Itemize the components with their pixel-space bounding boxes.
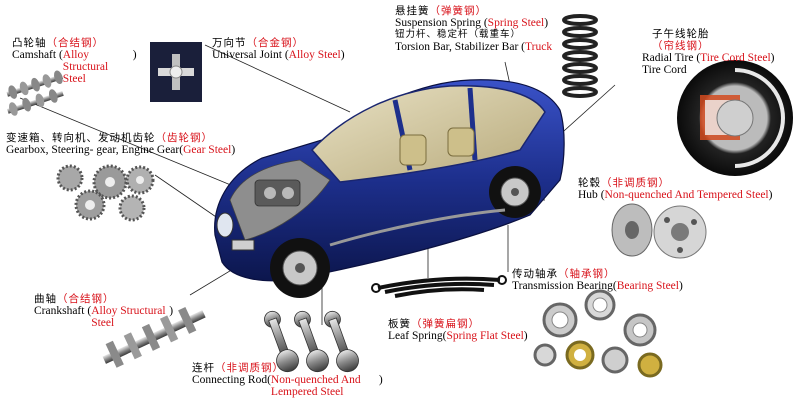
tire-en: Radial Tire xyxy=(642,52,694,64)
crankshaft-zh: 曲轴 xyxy=(34,293,57,305)
engine-part xyxy=(264,187,276,199)
camshaft-zh: 凸轮轴 xyxy=(12,37,47,49)
leaf-en-material: Spring Flat Steel xyxy=(446,330,524,342)
gearbox-zh-material: 齿轮钢 xyxy=(167,132,202,144)
ujoint-en: Universal Joint xyxy=(212,49,282,61)
radial-tire-image xyxy=(677,60,793,176)
car-illustration xyxy=(214,79,565,298)
gearbox-label: 变速箱、转向机、发动机齿轮（齿轮钢） Gearbox, Steering- ge… xyxy=(6,132,236,156)
tire-en-material: Tire Cord Steel xyxy=(700,52,771,64)
conrod-zh: 连杆 xyxy=(192,362,215,374)
car-cabin xyxy=(310,85,546,183)
connecting-rods-image xyxy=(264,310,359,373)
universal-joint-image xyxy=(150,42,202,102)
camshaft-en-material: Alloy Structural Steel xyxy=(62,49,109,85)
hub-zh-material: 非调质钢 xyxy=(612,177,659,189)
leader-camshaft xyxy=(19,97,239,189)
camshaft-image xyxy=(6,70,64,116)
bearing-zh-material: 轴承钢 xyxy=(569,268,604,280)
tire-zh: 子午线轮胎 xyxy=(652,28,710,40)
leader-ujoint xyxy=(204,44,351,113)
leaf-en: Leaf Spring xyxy=(388,330,443,342)
spring-label: 悬挂簧（弹簧钢） Suspension Spring (Spring Steel… xyxy=(395,5,553,53)
tire-zh-material: 帘线钢 xyxy=(663,40,698,52)
hub-image xyxy=(611,203,707,259)
tire-label: 子午线轮胎 （帘线钢） Radial Tire (Tire Cord Steel… xyxy=(642,28,775,76)
camshaft-label: 凸轮轴（合结钢） Camshaft (Alloy Structural Stee… xyxy=(12,37,137,85)
leaf-zh: 板簧 xyxy=(388,318,411,330)
gearbox-zh: 变速箱、转向机、发动机齿轮 xyxy=(6,132,156,144)
gears-image xyxy=(56,164,155,222)
headlight xyxy=(216,212,234,238)
hub-zh: 轮毂 xyxy=(578,177,601,189)
suspension-spring-image xyxy=(562,14,598,98)
crankshaft-en: Crankshaft xyxy=(34,305,85,317)
spring-en: Suspension Spring xyxy=(395,17,481,29)
hub-en-material: Non-quenched And Tempered Steel xyxy=(604,189,769,201)
car-seat xyxy=(399,134,427,166)
bearing-en-material: Bearing Steel xyxy=(616,280,679,292)
spring-zh: 悬挂簧 xyxy=(395,5,430,17)
crankshaft-image xyxy=(102,306,206,368)
tire-en3: Tire Cord xyxy=(642,64,687,76)
crankshaft-zh-material: 合结钢 xyxy=(68,293,103,305)
engine-part xyxy=(282,187,294,199)
conrod-en-material: Non-quenched And Lempered Steel xyxy=(270,374,361,398)
spring-en-material: Spring Steel xyxy=(487,17,545,29)
ujoint-zh-material: 合金钢 xyxy=(258,37,293,49)
camshaft-zh-material: 合结钢 xyxy=(58,37,93,49)
leaf-spring-image xyxy=(371,275,507,298)
crankshaft-label: 曲轴（合结钢） Crankshaft (Alloy Structural Ste… xyxy=(34,293,174,329)
hub-label: 轮毂（非调质钢） Hub (Non-quenched And Tempered … xyxy=(578,177,773,201)
gearbox-en: Gearbox, Steering- gear, Engine Gear xyxy=(6,144,180,156)
ujoint-zh: 万向节 xyxy=(212,37,247,49)
gearbox-en-material: Gear Steel xyxy=(183,144,232,156)
bearing-zh: 传动轴承 xyxy=(512,268,558,280)
leaf-label: 板簧（弹簧扁钢） Leaf Spring(Spring Flat Steel) xyxy=(388,318,528,342)
conrod-en: Connecting Rod xyxy=(192,374,268,386)
conrod-zh-material: 非调质钢 xyxy=(226,362,273,374)
car-seat xyxy=(447,127,475,157)
bearing-label: 传动轴承（轴承钢） Transmission Bearing(Bearing S… xyxy=(512,268,683,292)
spring-en2-material: Truck xyxy=(525,41,553,53)
engine-block xyxy=(254,179,301,207)
camshaft-en: Camshaft xyxy=(12,49,57,61)
ujoint-en-material: Alloy Steel xyxy=(288,49,341,61)
spring-en2: Torsion Bar, Stabilizer Bar xyxy=(395,41,519,53)
bearings-image xyxy=(533,289,663,378)
exhaust-pipe xyxy=(329,208,506,247)
grille xyxy=(231,239,255,251)
ujoint-label: 万向节（合金钢） Universal Joint (Alloy Steel) xyxy=(212,37,345,61)
crankshaft-en-material: Alloy Structural Steel xyxy=(91,305,166,329)
hub-en: Hub xyxy=(578,189,598,201)
leaf-zh-material: 弹簧扁钢 xyxy=(422,318,469,330)
spring-zh2: 钮力杆、稳定杆（载重车） xyxy=(395,29,522,40)
bearing-en: Transmission Bearing xyxy=(512,280,613,292)
spring-zh-material: 弹簧钢 xyxy=(441,5,476,17)
conrod-label: 连杆（非调质钢） Connecting Rod(Non-quenched And… xyxy=(192,362,383,398)
